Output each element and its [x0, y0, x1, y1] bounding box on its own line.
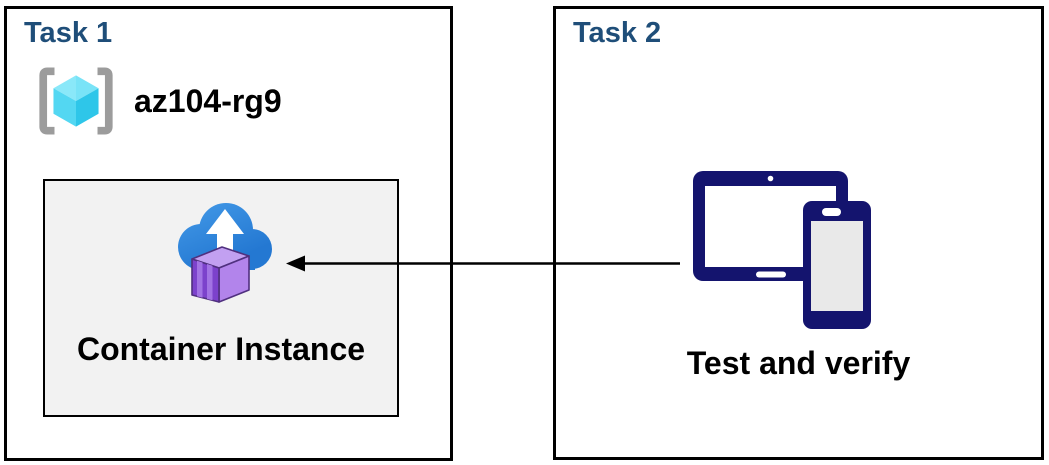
task2-box: Task 2 Test and verify: [553, 6, 1044, 460]
container-instance-box: Container Instance: [43, 179, 399, 417]
tablet-camera-dot: [767, 175, 774, 182]
task1-title: Task 1: [24, 17, 113, 49]
resource-group: az104-rg9: [34, 65, 282, 137]
devices-icon: [693, 171, 871, 329]
container-box-shape: [191, 246, 250, 303]
phone-icon: [803, 201, 871, 329]
task2-title: Task 2: [573, 17, 662, 49]
bracket-left: [39, 67, 55, 135]
container-instance-icon: [178, 203, 272, 303]
upload-arrow-icon: [206, 209, 244, 265]
connector-arrow: [286, 255, 680, 272]
resource-group-icon: [39, 67, 113, 135]
container-instance-label: Container Instance: [76, 331, 366, 367]
tablet-home-button: [756, 271, 786, 278]
cube-shape: [53, 75, 99, 127]
devices-label: Test and verify: [686, 345, 911, 381]
arrowhead-left: [286, 255, 305, 272]
resource-group-name: az104-rg9: [134, 82, 282, 119]
bracket-right: [97, 67, 113, 135]
task1-box: Task 1 az104-rg9: [4, 6, 453, 461]
phone-speaker: [822, 208, 841, 216]
